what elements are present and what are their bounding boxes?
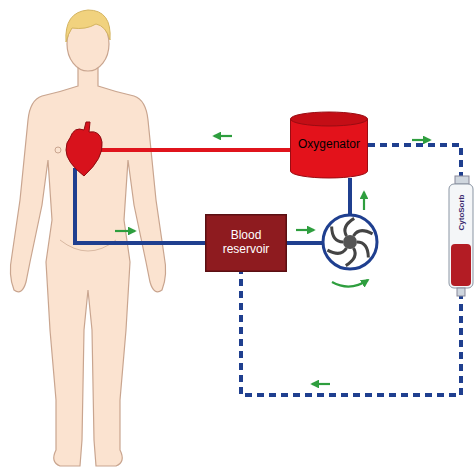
roller-pump — [323, 215, 377, 269]
node-label: Blood reservoir — [211, 229, 281, 257]
product-label: CytoSorb — [457, 194, 466, 230]
reservoir-box: Blood reservoir — [205, 214, 287, 272]
adsorber-bag — [449, 176, 473, 296]
human-hair — [66, 10, 110, 42]
venous-line — [75, 168, 205, 243]
flow-arrows — [115, 136, 430, 384]
heart — [66, 122, 102, 176]
arterial-line — [92, 148, 290, 152]
oxygenator-cylinder: Oxygenator — [290, 112, 368, 178]
node-label: Oxygenator — [298, 138, 360, 152]
nipple — [55, 147, 61, 153]
human-body — [10, 68, 165, 466]
